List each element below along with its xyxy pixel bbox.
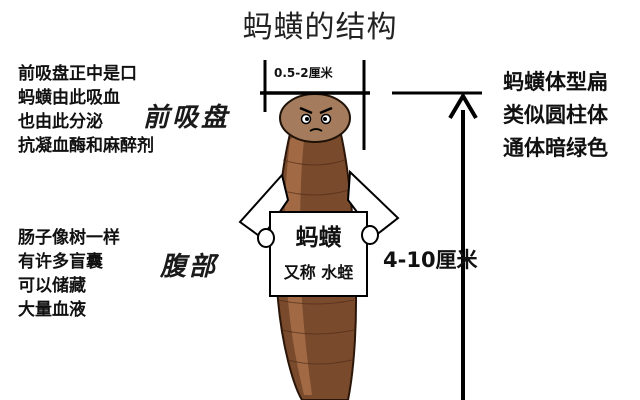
leech-head [279,93,351,143]
length-arrow-head-icon [448,92,478,120]
intestine-description-line: 大量血液 [18,300,86,320]
sign-subtitle: 又称 水蛭 [283,263,354,282]
sign-board [269,211,368,297]
belly-label: 腹部 [160,252,219,282]
intestine-description: 肠子像树一样 有许多盲囊 可以储藏 大量血液 [18,226,120,322]
intestine-description-line: 可以储藏 [18,276,86,296]
intestine-description-line: 肠子像树一样 [18,228,120,248]
leech-segments [277,159,355,365]
sucker-description-line: 前吸盘正中是口 [18,64,137,84]
diagram-title: 蚂蟥的结构 [242,10,398,45]
sucker-description-line: 也由此分泌 [18,112,103,132]
left-hand [257,228,275,248]
body-shape-line: 类似圆柱体 [503,103,608,127]
intestine-description-line: 有许多盲囊 [18,252,103,272]
sucker-description-line: 蚂蟥由此吸血 [18,88,120,108]
body-shape-line: 通体暗绿色 [503,136,608,160]
length-label: 4-10厘米 [383,248,478,272]
front-sucker-label: 前吸盘 [143,103,231,133]
body-shape-description: 蚂蟥体型扁 类似圆柱体 通体暗绿色 [503,66,608,165]
mouth-icon [309,128,323,132]
body-shape-line: 蚂蟥体型扁 [503,70,608,94]
sucker-description: 前吸盘正中是口 蚂蟥由此吸血 也由此分泌 抗凝血酶和麻醉剂 [18,62,154,158]
width-label: 0.5-2厘米 [274,66,333,80]
sign-title: 蚂蟥 [295,225,342,251]
left-eyebrow-icon [299,106,313,115]
right-hand [361,225,379,245]
right-eyebrow-icon [319,106,333,115]
sucker-description-line: 抗凝血酶和麻醉剂 [18,136,154,156]
